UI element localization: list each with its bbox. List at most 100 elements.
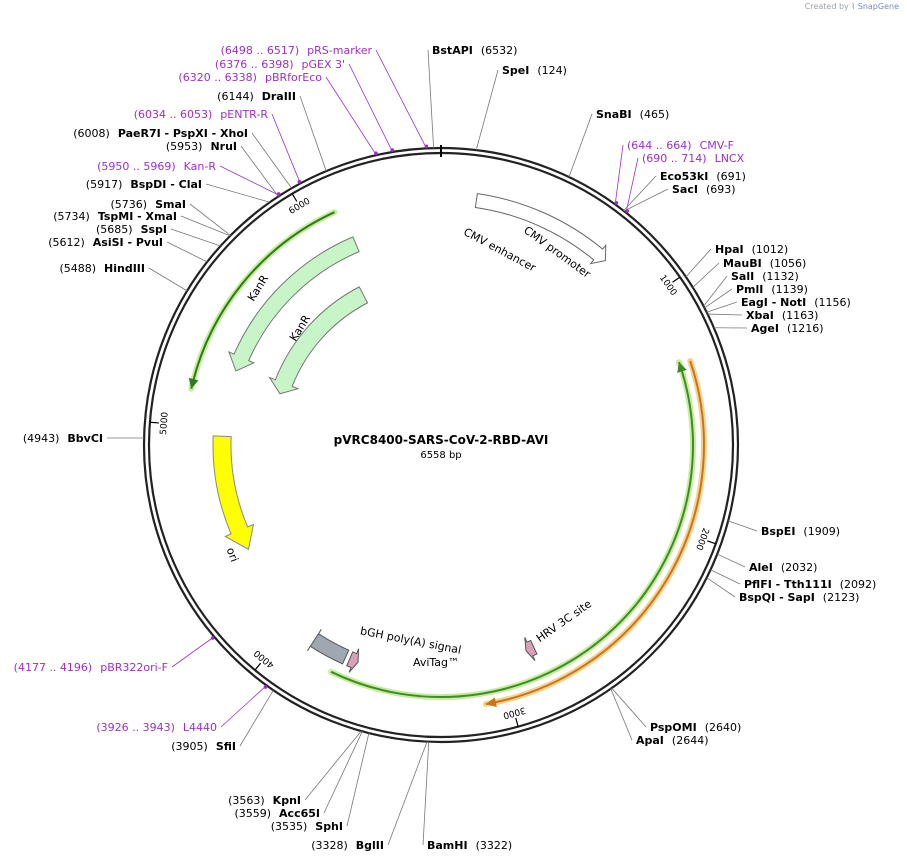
credit-prefix: Created by (804, 2, 849, 11)
site-pos-spei: (124) (537, 64, 567, 77)
site-name-draiii: DraIII (262, 90, 296, 103)
leader-l4440 (220, 685, 267, 728)
site-pos-bbvci: (4943) (23, 432, 60, 445)
site-label-bglii: (3328) BglII (311, 839, 384, 852)
leader-sfii (239, 689, 274, 747)
primer-mark-kan-r (276, 192, 281, 196)
leader-draiii (299, 95, 327, 172)
site-pos-smai: (5736) (111, 198, 148, 211)
cds-green-arrow (330, 361, 694, 698)
snapgene-logo-icon: ⌇ (851, 2, 856, 11)
site-pos-bamhi: (3322) (476, 839, 513, 852)
site-pos-tspmi-xmai: (5734) (53, 210, 90, 223)
cds-orange-arrow (485, 360, 705, 706)
leader-bspdi-clai (205, 183, 270, 203)
site-name-tspmi-xmai: TspMI - XmaI (98, 210, 177, 223)
site-name-alei: AleI (749, 561, 773, 574)
site-name-bstapi: BstAPI (432, 44, 473, 57)
site-label-alei: AleI (2032) (749, 561, 817, 574)
site-label-spei: SpeI (124) (502, 64, 567, 77)
site-name-hpai: HpaI (715, 243, 744, 256)
site-name-nrui: NruI (210, 140, 237, 153)
leader-sphi (346, 733, 370, 827)
primer-name-pbr322ori-f: pBR322ori-F (100, 661, 168, 674)
primer-name-l4440: L4440 (183, 721, 217, 734)
site-pos-alei: (2032) (781, 561, 818, 574)
restriction-sites: BstAPI(6532)SpeI(124)SnaBI(465)Eco53kI(6… (23, 44, 876, 852)
site-name-sfii: SfiI (216, 740, 236, 753)
site-label-hpai: HpaI(1012) (715, 243, 788, 256)
primer-label-pbrforeco: (6320 .. 6338)pBRforEco (178, 71, 322, 84)
primer-mark-cmv-f (614, 201, 619, 205)
site-pos-sspi: (5685) (96, 223, 133, 236)
site-label-pmli: PmlI(1139) (736, 283, 808, 296)
leader-maubi (692, 262, 720, 288)
site-name-sphi: SphI (315, 820, 343, 833)
cds-green-arrow-halo (328, 359, 696, 700)
leader-xbai (707, 313, 743, 316)
leader-cmv-f (614, 144, 624, 205)
site-pos-agei: (1216) (787, 322, 824, 335)
leader-kpni (304, 730, 362, 801)
site-name-agei: AgeI (751, 322, 779, 335)
site-name-paer7i-pspxi-xhoi: PaeR7I - PspXI - XhoI (118, 127, 248, 140)
primer-mark-pentr-r (297, 179, 302, 184)
site-name-bglii: BglII (356, 839, 384, 852)
site-name-bspqi-sapi: BspQI - SapI (739, 591, 815, 604)
leader-sspi (170, 228, 221, 247)
leader-asisi-pvui (166, 241, 208, 263)
leader-prs-marker (375, 49, 427, 149)
site-name-bspdi-clai: BspDI - ClaI (130, 178, 202, 191)
leader-alei (717, 553, 746, 568)
site-name-smai: SmaI (155, 198, 186, 211)
primer-name-lncx: LNCX (715, 152, 745, 165)
leader-eco53ki (623, 175, 657, 212)
leader-hpai (685, 248, 712, 278)
tick-label-1000: 1000 (657, 273, 679, 298)
leader-pgex-3 (348, 63, 393, 153)
primer-label-pentr-r: (6034 .. 6053)pENTR-R (134, 108, 269, 121)
snapgene-credit: Created by ⌇ SnapGene (805, 2, 899, 11)
site-pos-acc65i: (3559) (234, 807, 271, 820)
site-pos-bglii: (3328) (311, 839, 348, 852)
primer-mark-pgex-3 (390, 148, 395, 152)
cds-orange-arrow-halo (482, 358, 707, 708)
primer-pos-pentr-r: (6034 .. 6053) (134, 108, 213, 121)
site-label-agei: AgeI (1216) (751, 322, 824, 335)
kanr-outer-arrow-halo (188, 209, 338, 392)
kanr-arrow-1 (228, 236, 360, 372)
primer-pos-kan-r: (5950 .. 5969) (97, 160, 176, 173)
primer-pos-l4440: (3926 .. 3943) (96, 721, 175, 734)
site-pos-sphi: (3535) (271, 820, 308, 833)
site-pos-snabi: (465) (640, 108, 670, 121)
site-label-sspi: (5685)SspI (96, 223, 167, 236)
site-label-hindiii: (5488)HindIII (59, 262, 145, 275)
leader-eagi-noti (706, 301, 738, 313)
site-label-maubi: MauBI(1056) (723, 257, 806, 270)
site-pos-bstapi: (6532) (481, 44, 518, 57)
site-name-snabi: SnaBI (596, 108, 632, 121)
site-label-apai: ApaI(2644) (636, 734, 708, 747)
tick-label-2000: 2000 (693, 526, 710, 551)
tick-label-5000: 5000 (159, 411, 171, 435)
tick-6000 (291, 193, 298, 202)
site-label-snabi: SnaBI (465) (596, 108, 669, 121)
primer-label-prs-marker: (6498 .. 6517)pRS-marker (221, 44, 373, 57)
site-label-asisi-pvui: (5612)AsiSI - PvuI (48, 236, 163, 249)
primer-mark-prs-marker (424, 144, 429, 149)
leader-pbrforeco (325, 76, 377, 156)
tick-label-4000: 4000 (252, 647, 276, 669)
site-pos-maubi: (1056) (770, 257, 807, 270)
feature-label-ori: ori (224, 546, 241, 564)
kanr-outer-arrow-head (188, 377, 199, 389)
site-label-saci: SacI(693) (672, 183, 736, 196)
site-label-acc65i: (3559)Acc65I (234, 807, 320, 820)
site-label-pflfi-tth111i: PflFI - Tth111I(2092) (744, 578, 876, 591)
primer-pos-pbrforeco: (6320 .. 6338) (178, 71, 257, 84)
site-label-smai: (5736) SmaI (111, 198, 186, 211)
primer-name-cmv-f: CMV-F (700, 139, 734, 152)
site-name-spei: SpeI (502, 64, 529, 77)
primer-name-pgex-3: pGEX 3' (301, 58, 345, 71)
leader-bglii (387, 741, 428, 846)
